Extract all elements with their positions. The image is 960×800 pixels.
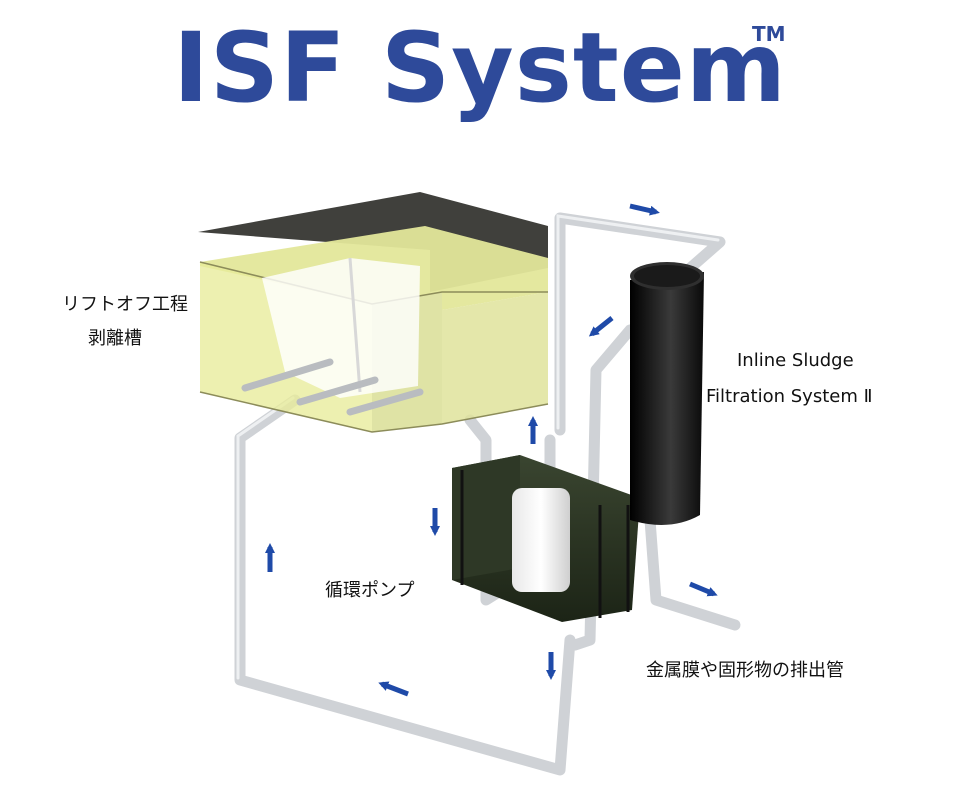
arrow-right-icon: [629, 203, 660, 216]
arrow-right-icon: [689, 581, 718, 597]
circulation-pump: [452, 455, 640, 622]
filter-label-line2: Filtration System Ⅱ: [706, 386, 873, 407]
stripping-tank-label-line2: 剥離槽: [88, 328, 142, 349]
stripping-tank: [198, 192, 549, 433]
discharge-pipe: [644, 514, 741, 631]
return-pipe-left: [234, 394, 576, 776]
filter-label-line1: Inline Sludge: [737, 350, 854, 371]
pump-drum: [512, 488, 570, 592]
pump-label: 循環ポンプ: [325, 580, 415, 601]
inline-sludge-filter: [630, 262, 704, 525]
tank-inner-drum: [262, 258, 420, 398]
pump-outlet-pipe: [554, 212, 726, 436]
tank-front-right: [442, 292, 548, 424]
flow-arrows: [265, 203, 718, 697]
title-text: ISF System: [173, 12, 787, 124]
arrow-left-icon: [378, 681, 409, 697]
discharge-pipe-label: 金属膜や固形物の排出管: [646, 660, 844, 681]
arrow-down-left-icon: [588, 316, 614, 337]
trademark-mark: TM: [752, 22, 786, 46]
page-title: ISF System: [0, 8, 960, 128]
stripping-tank-label-line1: リフトオフ工程: [62, 294, 188, 315]
